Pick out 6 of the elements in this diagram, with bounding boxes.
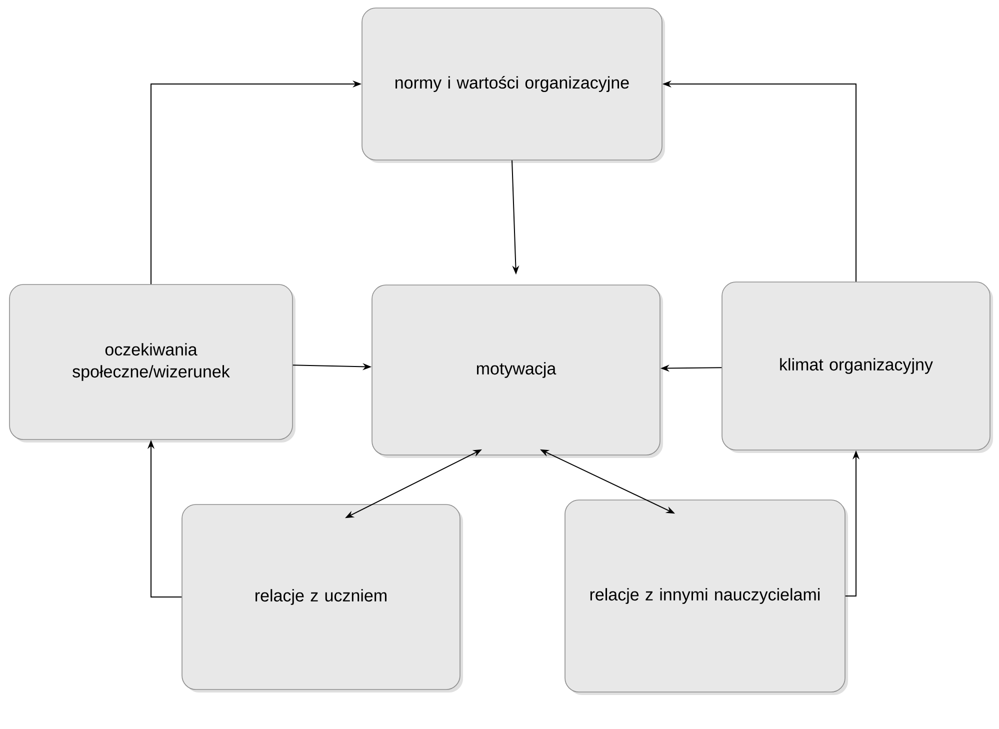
process-box: relacje z innymi nauczycielami xyxy=(564,500,848,695)
process-box: relacje z uczniem xyxy=(182,504,463,692)
process-box: klimat organizacyjny xyxy=(722,282,993,453)
process-box: normy i wartości organizacyjne xyxy=(362,8,665,163)
process-box: motywacja xyxy=(372,284,663,458)
process-box: oczekiwania społeczne/wizerunek xyxy=(9,284,296,442)
